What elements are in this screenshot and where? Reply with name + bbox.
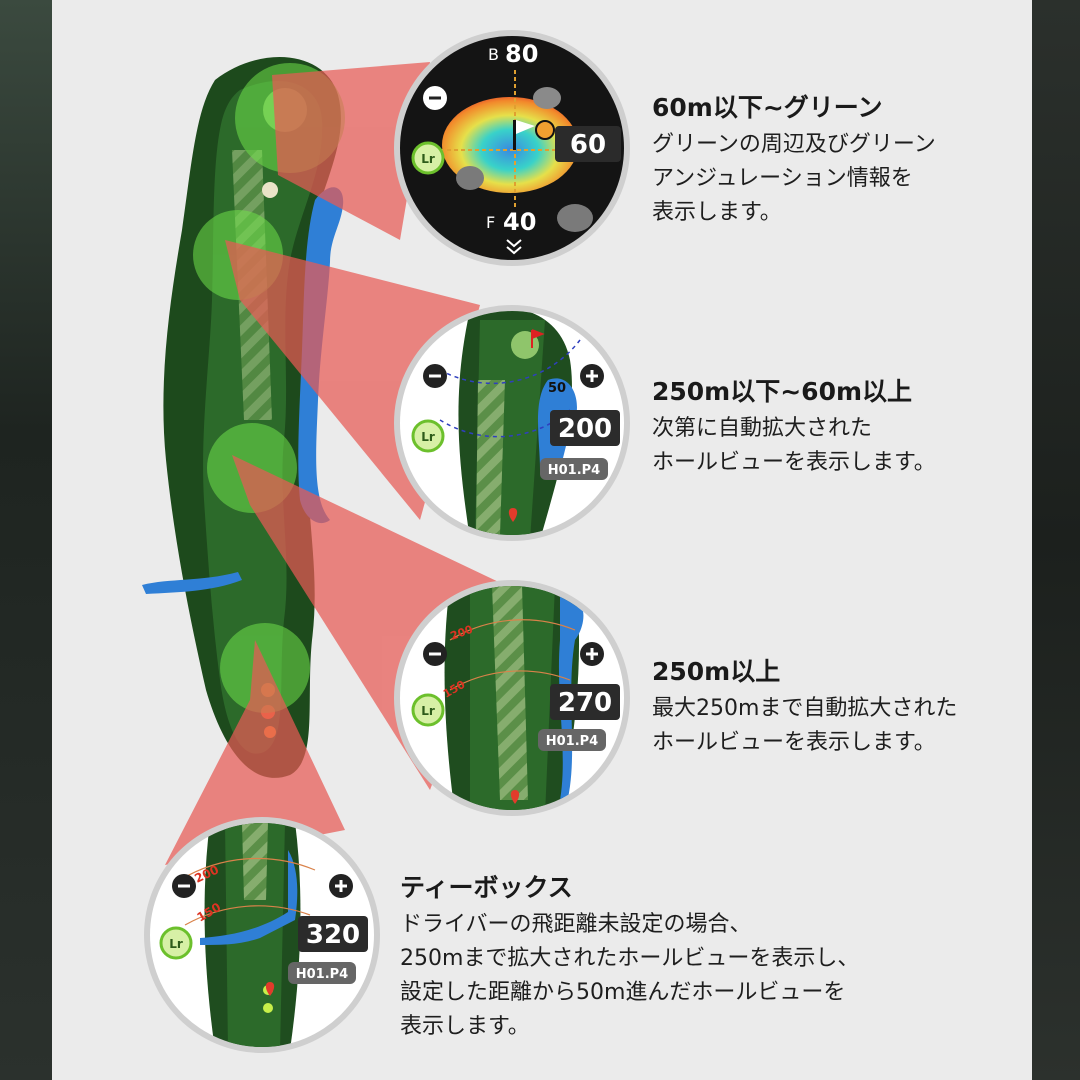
flag-icon (531, 329, 545, 348)
minus-icon (178, 884, 190, 888)
bunker-shape-3 (557, 204, 593, 232)
section-desc-tee-box: ドライバーの飛距離未設定の場合、 250mまで拡大されたホールビューを表示し、 … (400, 908, 859, 1044)
zoom-in-button[interactable] (580, 364, 604, 388)
section-desc-green: グリーンの周辺及びグリーン アンジュレーション情報を 表示します。 (652, 128, 936, 230)
zoom-in-button[interactable] (580, 642, 604, 666)
zoom-out-button[interactable] (423, 86, 447, 110)
minus-icon (429, 96, 441, 100)
distance-value: 320 (306, 920, 360, 950)
minus-icon (429, 374, 441, 378)
flag-icon (516, 120, 535, 134)
section-desc-long-range: 最大250mまで自動拡大された ホールビューを表示します。 (652, 692, 957, 760)
watch-screen-tee-box: 200 150 320 H01.P4 Lr (144, 817, 380, 1053)
zoom-in-button[interactable] (329, 874, 353, 898)
pin-target-icon (535, 120, 555, 140)
desc-line: 表示します。 (652, 200, 782, 225)
back-distance: 80 (505, 40, 538, 68)
distance-value: 270 (558, 688, 612, 718)
distance-box (555, 126, 621, 162)
fairway-stripes (476, 380, 505, 535)
hole-tag-label: H01.P4 (546, 734, 598, 749)
flag-pole (513, 120, 516, 150)
desc-line: 最大250mまで自動拡大された (652, 696, 958, 721)
bunker-shape (533, 87, 561, 109)
layup-icon: Lr (421, 152, 435, 166)
callout-wedge-green (272, 62, 430, 240)
minus-icon (429, 652, 441, 656)
bunker-shape-2 (456, 166, 484, 190)
section-heading-tee-box: ティーボックス (400, 873, 573, 902)
front-label: F (486, 213, 495, 232)
arc-distance-label: 50 (548, 381, 566, 396)
distance-value: 200 (558, 414, 612, 444)
distance-value: 60 (570, 130, 606, 160)
desc-line: 次第に自動拡大された (652, 416, 873, 441)
layup-button[interactable]: Lr (411, 141, 445, 175)
section-heading-long-range: 250m以上 (652, 657, 781, 686)
watch-screen-long-range: 200 150 270 H01.P4 Lr (394, 580, 630, 816)
desc-line: 250mまで拡大されたホールビューを表示し、 (400, 946, 860, 971)
watch-screen-green: B 80 F 40 60 Lr (394, 30, 630, 266)
zoom-out-button[interactable] (423, 364, 447, 388)
layup-icon: Lr (421, 430, 435, 444)
desc-line: 設定した距離から50m進んだホールビューを (400, 980, 846, 1005)
distance-box (550, 684, 620, 720)
bunker-marker (262, 182, 278, 198)
section-heading-green: 60m以下~グリーン (652, 93, 883, 122)
player-location-icon (508, 508, 518, 522)
fairway-stripes (492, 586, 528, 800)
tee-marker-2 (263, 1003, 273, 1013)
water-hazard (200, 850, 298, 945)
layup-icon: Lr (421, 704, 435, 718)
zoom-out-button[interactable] (172, 874, 196, 898)
desc-line: ドライバーの飛距離未設定の場合、 (400, 912, 752, 937)
water-hazard-left (142, 572, 242, 594)
zoom-out-button[interactable] (423, 642, 447, 666)
desc-line: ホールビューを表示します。 (652, 730, 936, 755)
distance-box (550, 410, 620, 446)
hole-tag (538, 729, 606, 751)
hole-tag (540, 458, 608, 480)
distance-box (298, 916, 368, 952)
layup-button[interactable]: Lr (411, 693, 445, 727)
background-edge-left (0, 0, 52, 1080)
background-edge-right (1032, 0, 1080, 1080)
front-distance: 40 (503, 208, 536, 236)
layup-button[interactable]: Lr (159, 926, 193, 960)
callout-wedge-tee (165, 640, 345, 865)
layup-button[interactable]: Lr (411, 419, 445, 453)
hole-tag-label: H01.P4 (548, 463, 600, 478)
player-location-icon (265, 982, 275, 996)
desc-line: 表示します。 (400, 1014, 530, 1039)
fairway-stripes (242, 823, 268, 900)
player-location-icon (510, 790, 520, 804)
desc-line: アンジュレーション情報を (652, 166, 913, 191)
section-heading-mid-range: 250m以下~60m以上 (652, 377, 913, 406)
watch-screen-mid-range: 50 200 H01.P4 Lr (394, 305, 630, 541)
back-label: B (488, 45, 499, 64)
hole-tag-label: H01.P4 (296, 967, 348, 982)
layup-icon: Lr (169, 937, 183, 951)
desc-line: ホールビューを表示します。 (652, 450, 936, 475)
chevron-down-icon (506, 239, 522, 255)
hole-tag (288, 962, 356, 984)
section-desc-mid-range: 次第に自動拡大された ホールビューを表示します。 (652, 412, 936, 480)
desc-line: グリーンの周辺及びグリーン (652, 132, 936, 157)
